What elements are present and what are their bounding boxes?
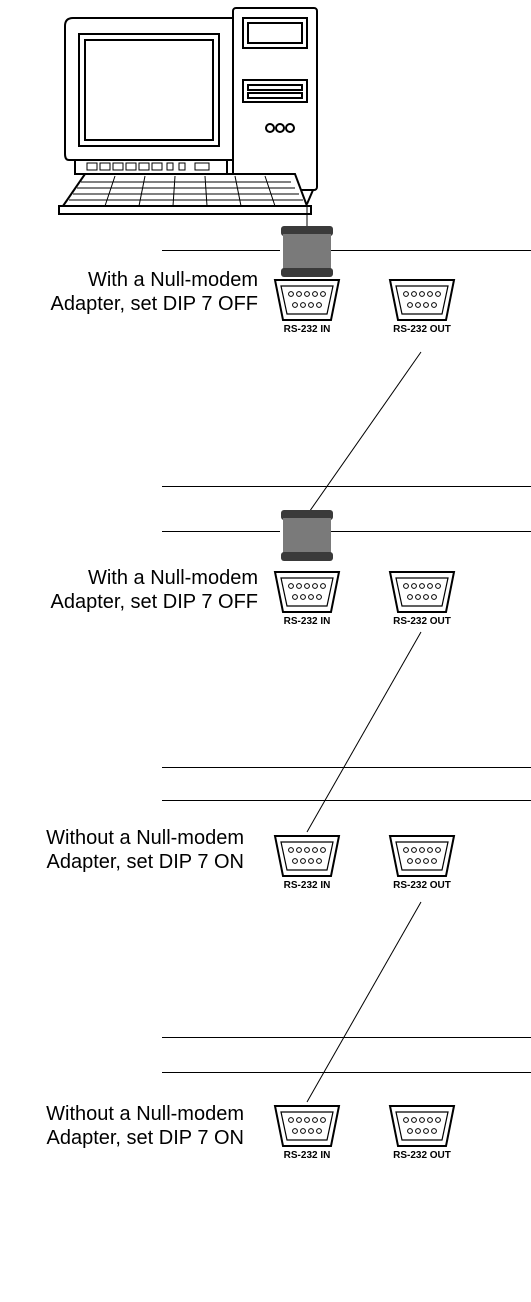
label-line-1: With a Null-modem [87,269,258,291]
port-label: RS-232 OUT [393,1150,451,1161]
dip-setting-label: Without a Null-modem Adapter, set DIP 7 … [0,826,244,874]
port-label: RS-232 IN [283,324,331,335]
rs232-in-port: RS-232 IN [271,832,343,892]
desktop-computer-icon [58,7,318,215]
rs232-out-port: RS-232 OUT [386,832,458,892]
device-top-line [162,1072,531,1073]
label-line-2: Adapter, set DIP 7 OFF [50,591,259,613]
label-line-1: Without a Null-modem [46,1103,244,1125]
device-top-line [330,250,531,251]
rs232-in-port: RS-232 IN [271,276,343,336]
rs232-in-port: RS-232 IN [271,1102,343,1162]
device-bottom-line [162,1037,531,1038]
device-top-line [162,250,280,251]
db9-connector-icon [388,571,456,613]
device-bottom-line [162,767,531,768]
label-line-2: Adapter, set DIP 7 OFF [50,293,259,315]
db9-connector-icon [273,571,341,613]
port-label: RS-232 IN [283,880,331,891]
port-label: RS-232 IN [283,616,331,627]
rs232-out-port: RS-232 OUT [386,276,458,336]
port-label: RS-232 OUT [393,880,451,891]
label-line-1: Without a Null-modem [46,827,244,849]
db9-connector-icon [388,279,456,321]
label-line-1: With a Null-modem [87,567,258,589]
db9-connector-icon [388,1105,456,1147]
port-label: RS-232 OUT [393,616,451,627]
rs232-out-port: RS-232 OUT [386,568,458,628]
db9-connector-icon [388,835,456,877]
rs232-out-port: RS-232 OUT [386,1102,458,1162]
db9-connector-icon [273,1105,341,1147]
label-line-2: Adapter, set DIP 7 ON [46,851,244,873]
dip-setting-label: With a Null-modem Adapter, set DIP 7 OFF [0,566,259,614]
null-modem-adapter-icon [281,510,333,561]
port-label: RS-232 OUT [393,324,451,335]
label-line-2: Adapter, set DIP 7 ON [46,1127,244,1149]
device-top-line [330,531,531,532]
port-label: RS-232 IN [283,1150,331,1161]
device-top-line [162,531,280,532]
dip-setting-label: With a Null-modem Adapter, set DIP 7 OFF [0,268,259,316]
db9-connector-icon [273,835,341,877]
db9-connector-icon [273,279,341,321]
dip-setting-label: Without a Null-modem Adapter, set DIP 7 … [0,1102,244,1150]
rs232-in-port: RS-232 IN [271,568,343,628]
device-bottom-line [162,486,531,487]
device-top-line [162,800,531,801]
null-modem-adapter-icon [281,226,333,277]
